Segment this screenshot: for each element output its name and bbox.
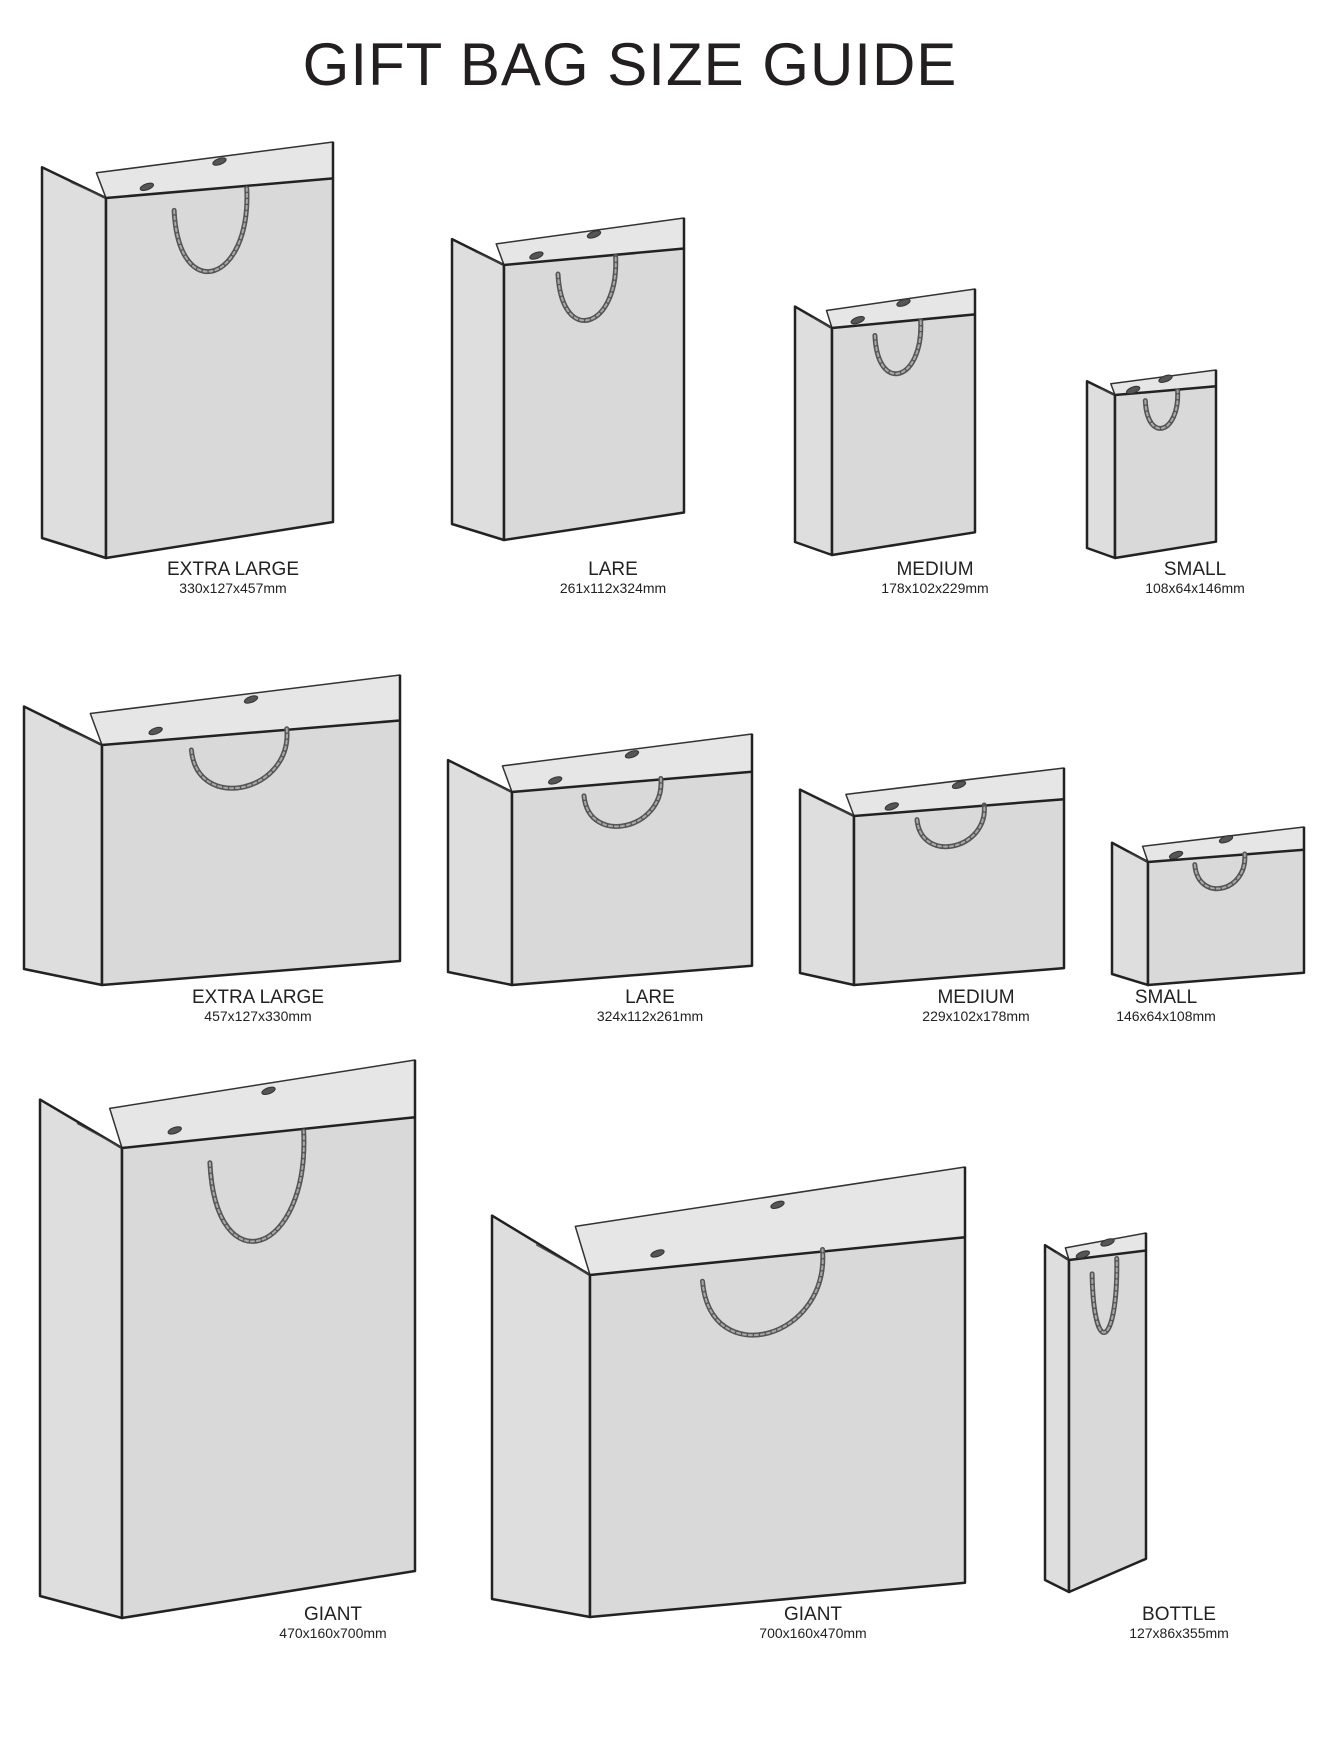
- bag-illustration: [450, 217, 686, 542]
- bag-name: EXTRA LARGE: [192, 987, 324, 1008]
- bag-label-6: MEDIUM 229x102x178mm: [846, 987, 1106, 1024]
- bag-illustration: [793, 288, 977, 557]
- bag-label-1: LARE 261x112x324mm: [483, 559, 743, 596]
- bag-dimensions: 470x160x700mm: [279, 1624, 387, 1641]
- bag-name: LARE: [588, 559, 638, 580]
- bag-label-5: LARE 324x112x261mm: [520, 987, 780, 1024]
- bag-dimensions: 261x112x324mm: [559, 579, 667, 596]
- bag-dimensions: 108x64x146mm: [1145, 579, 1245, 596]
- bag-dimensions: 229x102x178mm: [922, 1007, 1030, 1024]
- bag-dimensions: 178x102x229mm: [881, 579, 989, 596]
- bag-illustration: [40, 141, 335, 560]
- bag-name: MEDIUM: [937, 987, 1015, 1008]
- bag-label-4: EXTRA LARGE 457x127x330mm: [128, 987, 388, 1024]
- bag-illustration: [1043, 1232, 1148, 1594]
- bag-label-3: SMALL 108x64x146mm: [1065, 559, 1325, 596]
- bag-illustration: [798, 767, 1066, 987]
- bag-name: SMALL: [1163, 559, 1227, 580]
- bag-name: LARE: [625, 987, 675, 1008]
- bag-label-10: BOTTLE 127x86x355mm: [1049, 1604, 1309, 1641]
- bag-illustration: [1110, 826, 1306, 987]
- bag-name: SMALL: [1134, 987, 1198, 1008]
- bag-label-2: MEDIUM 178x102x229mm: [805, 559, 1065, 596]
- bag-dimensions: 146x64x108mm: [1116, 1007, 1216, 1024]
- bag-name: BOTTLE: [1142, 1604, 1216, 1625]
- bag-label-9: GIANT 700x160x470mm: [683, 1604, 943, 1641]
- bag-name: MEDIUM: [896, 559, 974, 580]
- bag-name: GIANT: [783, 1604, 843, 1625]
- bag-dimensions: 457x127x330mm: [204, 1007, 312, 1024]
- page-title: GIFT BAG SIZE GUIDE: [302, 31, 958, 98]
- bag-label-8: GIANT 470x160x700mm: [203, 1604, 463, 1641]
- bag-name: EXTRA LARGE: [167, 559, 299, 580]
- bag-illustration: [490, 1166, 967, 1619]
- bag-dimensions: 700x160x470mm: [759, 1624, 867, 1641]
- bag-illustration: [446, 733, 754, 987]
- bag-name: GIANT: [303, 1604, 363, 1625]
- bag-illustration: [1085, 369, 1218, 560]
- bag-illustration: [38, 1059, 417, 1620]
- bag-label-0: EXTRA LARGE 330x127x457mm: [103, 559, 363, 596]
- bag-dimensions: 127x86x355mm: [1129, 1624, 1229, 1641]
- bag-dimensions: 324x112x261mm: [596, 1007, 704, 1024]
- bag-dimensions: 330x127x457mm: [179, 579, 287, 596]
- bag-label-7: SMALL 146x64x108mm: [1056, 987, 1276, 1024]
- bag-illustration: [22, 674, 402, 987]
